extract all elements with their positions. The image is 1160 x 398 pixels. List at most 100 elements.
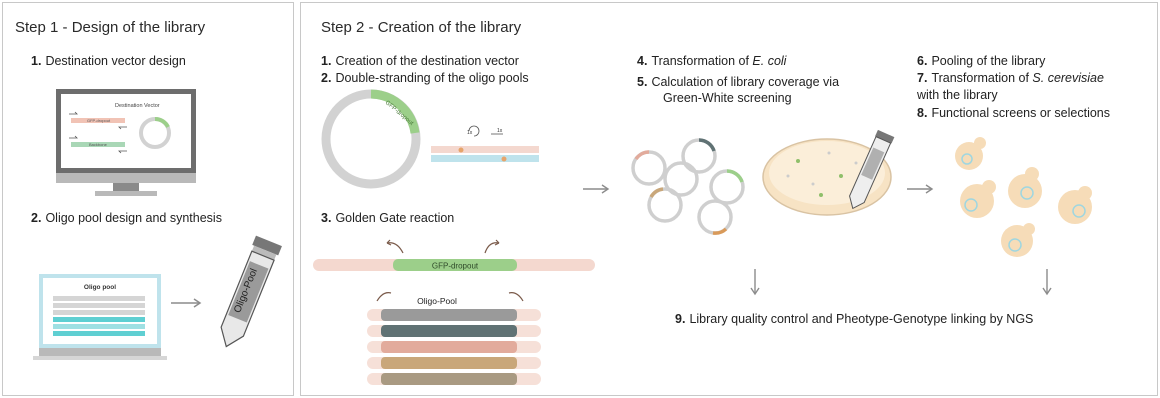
primer-arrow-icon xyxy=(118,126,127,130)
oligo-pool-text: Oligo-Pool xyxy=(417,296,457,306)
tube-cap xyxy=(252,235,282,256)
step1-illustrations: Destination Vector GFP-dropout Backbone … xyxy=(33,89,282,360)
tube-icon: Oligo-Pool xyxy=(220,235,282,348)
tube-icon xyxy=(849,129,895,210)
step1-item-1: 1.Destination vector design xyxy=(31,54,186,68)
gg-gfp-text: GFP-dropout xyxy=(432,262,479,271)
step2-item-7: 7.Transformation of S. cerevisiae xyxy=(917,71,1104,85)
primer-arrow-icon xyxy=(69,135,78,139)
arrow-right-icon xyxy=(907,184,934,194)
oligo-row xyxy=(53,303,145,308)
step2-item-6: 6.Pooling of the library xyxy=(917,54,1045,68)
step2-item-1: 1.Creation of the destination vector xyxy=(321,54,519,68)
step1-item-2-num: 2. xyxy=(31,211,42,225)
monitor2-chin xyxy=(39,348,161,356)
step2-item-4: 4.Transformation of E. coli xyxy=(637,54,786,68)
strand-bottom xyxy=(431,155,539,162)
primer-1x-text: 1x xyxy=(467,130,473,136)
step1-item-2: 2.Oligo pool design and synthesis xyxy=(31,211,222,225)
backbone-strand xyxy=(71,142,125,147)
step2-item-8: 8.Functional screens or selections xyxy=(917,106,1110,120)
oligo-bar xyxy=(381,357,517,369)
curved-arrow-icon xyxy=(386,242,404,254)
step2-item-8-text: Functional screens or selections xyxy=(931,106,1110,120)
arrowhead xyxy=(494,239,500,246)
step1-item-2-text: Oligo pool design and synthesis xyxy=(45,211,222,225)
primer-arrow-icon xyxy=(118,150,127,154)
plasmid-gfp-segment xyxy=(154,117,170,129)
tube-label-area xyxy=(228,261,269,323)
oligo-bar xyxy=(381,325,517,337)
gg-gfp-bar xyxy=(393,259,517,271)
step2-item-7-text: Transformation of xyxy=(931,71,1033,85)
yeast-cells-icon xyxy=(955,137,1092,257)
plasmid-icon xyxy=(697,199,733,235)
step2-item-5-text: Calculation of library coverage via xyxy=(651,75,840,89)
vector-gfp-segment xyxy=(370,89,420,134)
golden-gate-icon: GFP-dropout Oligo-Pool xyxy=(313,239,595,385)
curved-arrow-icon xyxy=(508,292,524,302)
arrow-right-icon xyxy=(583,184,610,194)
curved-arrow-icon xyxy=(484,242,500,254)
plasmid-icon xyxy=(647,187,683,223)
step2-item-5-num: 5. xyxy=(637,75,648,89)
step2-item-5: 5.Calculation of library coverage via xyxy=(637,75,839,89)
step1-title: Step 1 - Design of the library xyxy=(15,19,206,36)
oligo-row xyxy=(53,317,145,322)
primer-1x-text-2: 1x xyxy=(497,128,503,134)
step2-item-9-num: 9. xyxy=(675,312,686,326)
step1-item-1-num: 1. xyxy=(31,54,42,68)
monitor-chin xyxy=(56,173,196,183)
oligo-pool-title-text: Oligo pool xyxy=(84,284,116,291)
monitor-desktop-icon: Destination Vector GFP-dropout Backbone xyxy=(56,89,196,196)
step2-item-4-num: 4. xyxy=(637,54,648,68)
step1-panel: Step 1 - Design of the library 1.Destina… xyxy=(2,2,294,396)
step2-item-6-text: Pooling of the library xyxy=(931,54,1046,68)
curved-arrow-icon xyxy=(376,292,392,302)
step2-item-6-num: 6. xyxy=(917,54,928,68)
arrow-right-icon xyxy=(171,298,202,308)
oligo-bar xyxy=(381,373,517,385)
step2-item-4-text: Transformation of xyxy=(651,54,753,68)
oligo-bar xyxy=(381,309,517,321)
monitor-oligo-icon: Oligo pool xyxy=(33,274,167,360)
tube-neck xyxy=(251,245,277,261)
step2-item-1-num: 1. xyxy=(321,54,332,68)
gfp-dropout-text: GFP-dropout xyxy=(87,118,111,123)
step2-item-2: 2.Double-stranding of the oligo pools xyxy=(321,71,529,85)
step2-item-4-italic: E. coli xyxy=(752,54,787,68)
strand-dot xyxy=(458,147,464,153)
cycle-arrow-icon xyxy=(468,125,480,137)
strand-dot xyxy=(501,156,507,162)
step2-illustrations: GFP-dropout 1x 1x GFP-dropout Oligo-Pool xyxy=(313,89,1092,385)
arrow-down-icon xyxy=(750,269,760,296)
step2-item-7-num: 7. xyxy=(917,71,928,85)
step2-item-3-text: Golden Gate reaction xyxy=(335,211,455,225)
oligo-row xyxy=(53,296,145,301)
step2-item-1-text: Creation of the destination vector xyxy=(335,54,519,68)
step1-item-1-text: Destination vector design xyxy=(45,54,186,68)
arrow-down-icon xyxy=(1042,269,1052,296)
strand-top xyxy=(431,146,539,153)
destination-vector-icon: GFP-dropout xyxy=(321,89,421,189)
gfp-dropout-strand xyxy=(71,118,125,123)
step2-title: Step 2 - Creation of the library xyxy=(321,19,522,36)
monitor-stand xyxy=(113,183,139,191)
step2-item-7-italic: S. cerevisiae xyxy=(1032,71,1104,85)
monitor2-base xyxy=(33,356,167,360)
arrowhead xyxy=(386,239,392,246)
monitor-base xyxy=(95,191,157,196)
step2-item-2-num: 2. xyxy=(321,71,332,85)
step2-item-8-num: 8. xyxy=(917,106,928,120)
yeast-cell xyxy=(1008,174,1042,208)
step2-item-9-text: Library quality control and Pheotype-Gen… xyxy=(689,312,1034,326)
oligo-row xyxy=(53,331,145,336)
double-strand-icon: 1x 1x xyxy=(431,125,539,162)
step2-item-2-text: Double-stranding of the oligo pools xyxy=(335,71,529,85)
primer-arrow-icon xyxy=(69,111,78,115)
step2-panel: Step 2 - Creation of the library 1.Creat… xyxy=(300,2,1158,396)
oligo-row xyxy=(53,324,145,329)
backbone-text: Backbone xyxy=(89,142,108,147)
step2-item-3: 3.Golden Gate reaction xyxy=(321,211,454,225)
plasmid-cluster-icon xyxy=(631,138,745,235)
